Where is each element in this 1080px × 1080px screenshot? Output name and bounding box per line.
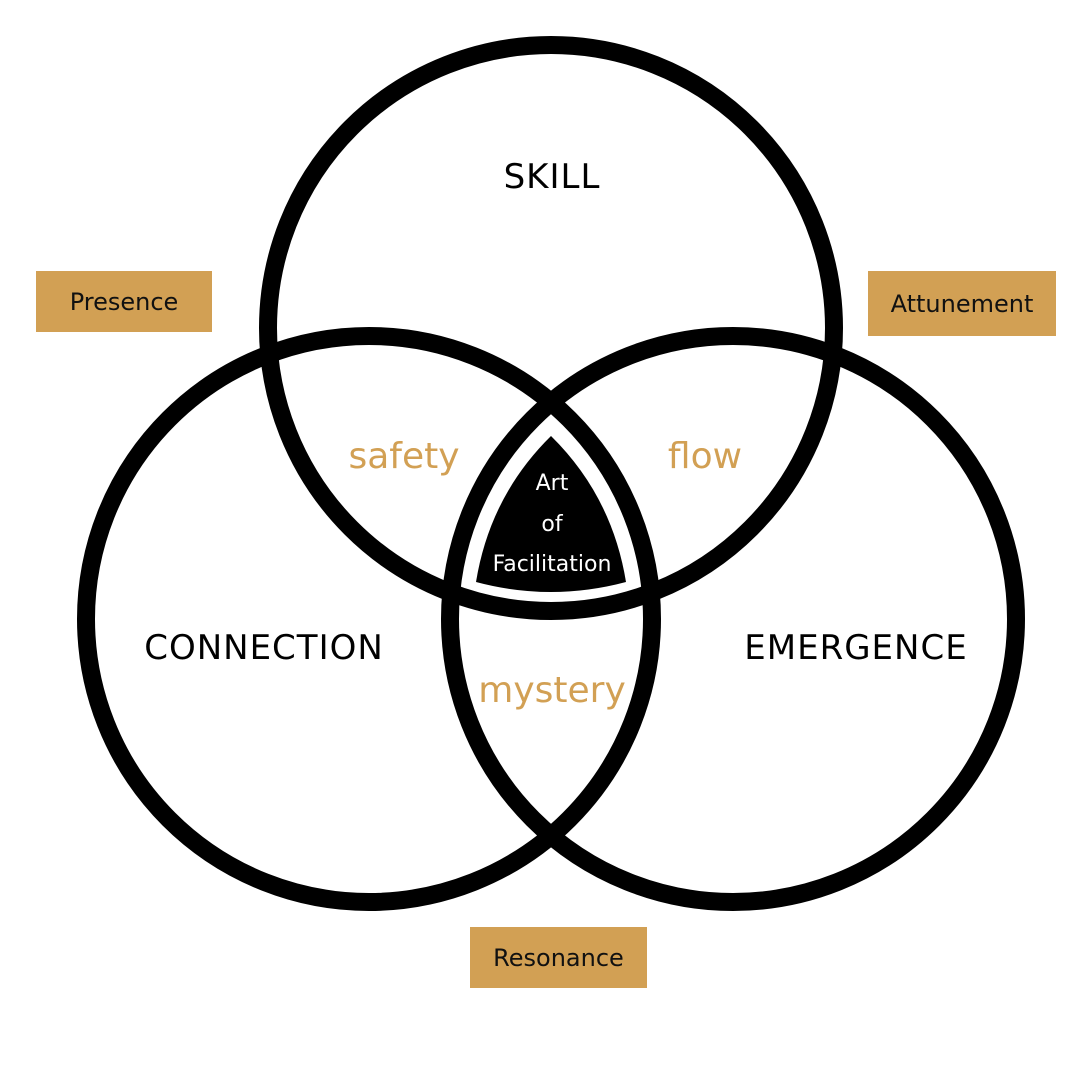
- set-label-connection: CONNECTION: [144, 628, 384, 668]
- center-region: [476, 436, 626, 592]
- presence-label-box: Presence: [36, 271, 212, 332]
- resonance-label-box: Resonance: [470, 927, 647, 988]
- overlap-label-flow: flow: [668, 436, 742, 477]
- overlap-label-mystery: mystery: [478, 670, 626, 711]
- skill-circle: [259, 36, 843, 620]
- connection-circle: [77, 327, 661, 911]
- presence-label: Presence: [69, 287, 179, 316]
- overlap-label-safety: safety: [348, 436, 459, 477]
- attunement-label-box: Attunement: [868, 271, 1056, 336]
- center-label-line3: Facilitation: [493, 552, 612, 577]
- emergence-circle: [441, 327, 1025, 911]
- attunement-label: Attunement: [890, 289, 1034, 318]
- center-label-line1: Art: [536, 471, 569, 496]
- center-label-line2: of: [541, 512, 563, 537]
- set-label-skill: SKILL: [504, 157, 601, 197]
- set-label-emergence: EMERGENCE: [744, 628, 967, 668]
- resonance-label: Resonance: [493, 943, 624, 972]
